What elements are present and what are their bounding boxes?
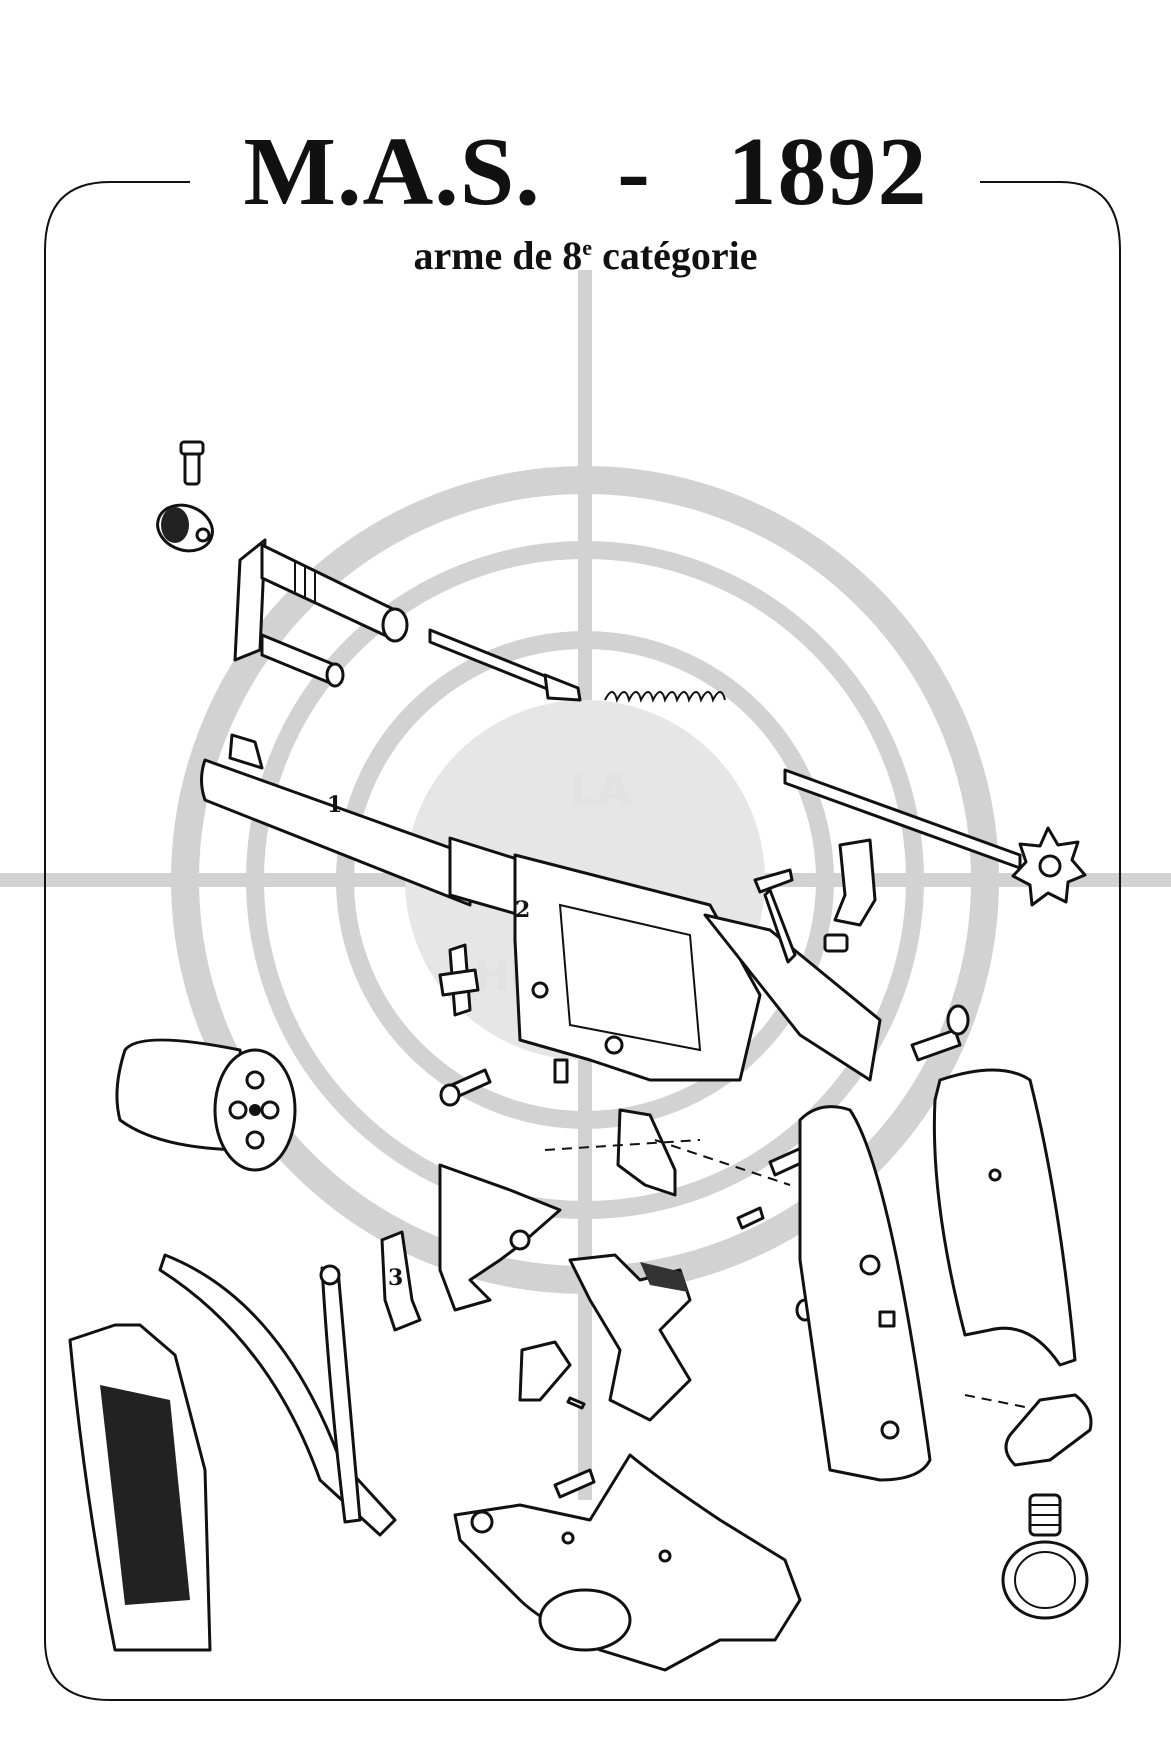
subtitle-main: arme de 8 bbox=[413, 233, 583, 278]
pawl bbox=[518, 1340, 572, 1402]
watermark-text-1: LA bbox=[569, 765, 631, 816]
watermark-ring-middle bbox=[246, 541, 924, 1219]
lanyard-ring bbox=[1001, 1493, 1089, 1620]
small-spring-piece bbox=[438, 943, 480, 1017]
lever-3: 3 bbox=[380, 1230, 422, 1332]
frame: 2 bbox=[513, 853, 882, 1084]
page-title: M.A.S. - 1892 bbox=[243, 118, 928, 226]
trigger bbox=[568, 1253, 692, 1422]
barrel: 1 bbox=[200, 733, 522, 917]
cylinder bbox=[115, 1038, 297, 1172]
side-plate bbox=[453, 1453, 802, 1672]
assembly-line-1 bbox=[544, 1139, 701, 1151]
frame-border bbox=[44, 181, 1121, 1701]
hammer-pin bbox=[753, 868, 797, 964]
star-ratchet bbox=[1011, 826, 1087, 907]
thin-spring bbox=[319, 1264, 362, 1524]
grip-panel-right bbox=[932, 1068, 1077, 1367]
assembly-line-3 bbox=[964, 1394, 1041, 1411]
part-number-1: 1 bbox=[327, 792, 342, 818]
hammer bbox=[438, 1163, 562, 1312]
main-spring bbox=[158, 1253, 397, 1537]
trigger-guard-piece bbox=[616, 1108, 677, 1197]
part-number-2: 2 bbox=[515, 897, 530, 923]
page-subtitle: arme de 8e catégorie bbox=[0, 226, 1171, 278]
checkered-grip bbox=[68, 1323, 212, 1652]
cylinder-latch bbox=[823, 838, 877, 953]
coil-spring bbox=[604, 691, 726, 703]
screw-left bbox=[439, 1068, 492, 1107]
part-number-3: 3 bbox=[388, 1265, 403, 1291]
knurled-nut bbox=[156, 503, 214, 553]
screw-bottom bbox=[553, 1468, 596, 1499]
ejector-rod-assembly bbox=[233, 538, 409, 688]
grip-panel-left bbox=[798, 1105, 932, 1482]
watermark-ring-inner bbox=[336, 631, 834, 1129]
screw-right-3 bbox=[736, 1206, 765, 1230]
assembly-line-2 bbox=[654, 1139, 791, 1186]
screw-top bbox=[179, 440, 205, 486]
tiny-pin bbox=[566, 1396, 586, 1410]
firing-rod bbox=[428, 628, 582, 702]
subtitle-rest: catégorie bbox=[592, 233, 758, 278]
title-block: M.A.S. - 1892 arme de 8e catégorie bbox=[0, 120, 1171, 278]
screw-right-1 bbox=[910, 1004, 970, 1062]
recoil-plate bbox=[1004, 1393, 1093, 1467]
subtitle-superscript: e bbox=[582, 235, 593, 260]
